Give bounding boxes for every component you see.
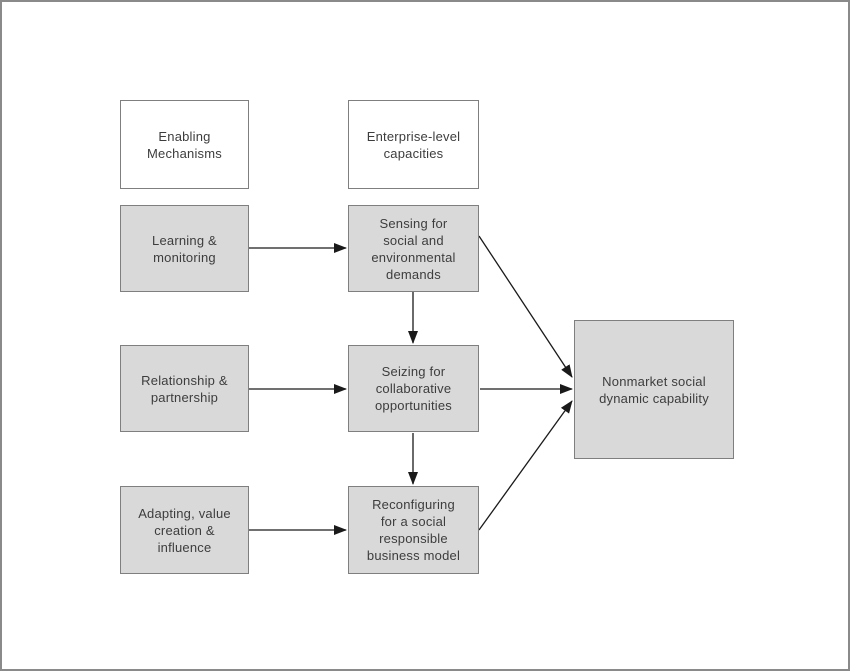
node-reconfiguring-label: Reconfiguring for a social responsible b…: [366, 497, 461, 563]
arrow-sensing-to-outcome: [478, 235, 573, 378]
node-relationship-partnership: Relationship & partnership: [120, 345, 249, 432]
node-learning-monitoring-label: Learning & monitoring: [152, 232, 217, 265]
node-enterprise-level-capacities: Enterprise-level capacities: [348, 100, 479, 189]
node-reconfiguring: Reconfiguring for a social responsible b…: [348, 486, 479, 574]
node-adapting-value: Adapting, value creation & influence: [120, 486, 249, 574]
node-enabling-mechanisms: Enabling Mechanisms: [120, 100, 249, 189]
node-enterprise-level-capacities-label: Enterprise-level capacities: [366, 128, 461, 161]
node-seizing: Seizing for collaborative opportunities: [348, 345, 479, 432]
arrow-reconfiguring-to-outcome: [478, 400, 573, 531]
node-adapting-value-label: Adapting, value creation & influence: [138, 505, 231, 555]
node-nonmarket-outcome: Nonmarket social dynamic capability: [574, 320, 734, 459]
node-sensing: Sensing for social and environmental dem…: [348, 205, 479, 292]
node-nonmarket-outcome-label: Nonmarket social dynamic capability: [599, 373, 709, 406]
node-sensing-label: Sensing for social and environmental dem…: [371, 215, 456, 282]
node-seizing-label: Seizing for collaborative opportunities: [374, 364, 453, 413]
node-relationship-partnership-label: Relationship & partnership: [141, 372, 228, 405]
node-enabling-mechanisms-label: Enabling Mechanisms: [147, 128, 222, 161]
node-learning-monitoring: Learning & monitoring: [120, 205, 249, 292]
